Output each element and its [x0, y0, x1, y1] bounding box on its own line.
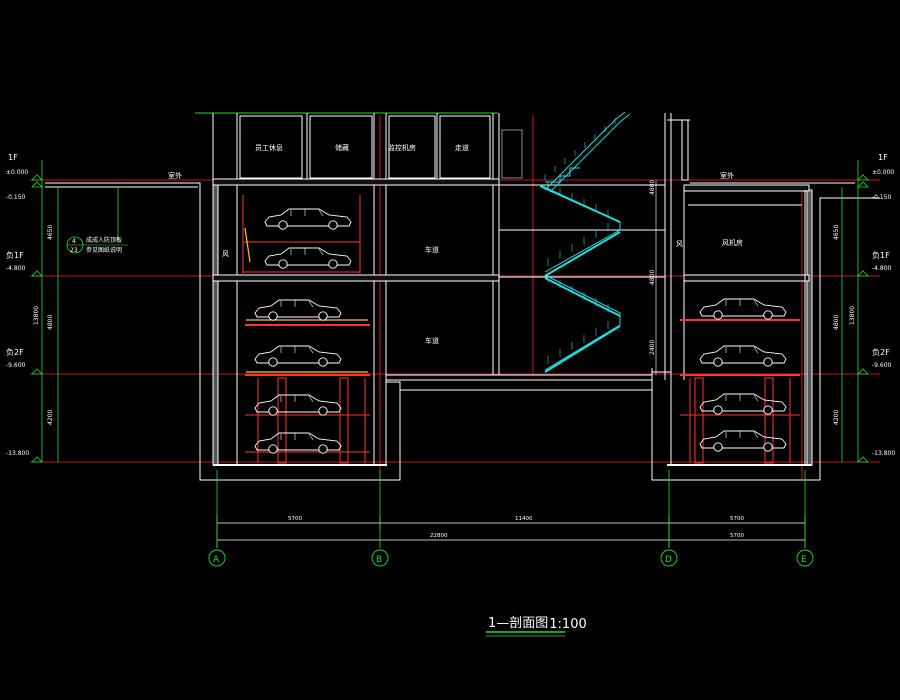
- outdoor-left: 室外: [168, 171, 182, 180]
- stair-dims: 4800 4800 2400: [649, 180, 657, 375]
- level-markers-left: 1F ±0.000 -0.150 负1F -4.800 负2F -9.600 -…: [6, 153, 59, 463]
- dim-seg-0: 5700: [288, 516, 302, 522]
- axis-a: A: [213, 555, 220, 565]
- note-callout: 4 23 成成人防顶板 参见图纸说明: [66, 187, 128, 254]
- dim-total-left: 22800: [430, 533, 448, 539]
- stairs: [539, 111, 631, 373]
- dim-seg-1: 11400: [515, 516, 533, 522]
- note-line-1: 成成人防顶板: [86, 236, 122, 244]
- horizontal-dims: 5700 11400 5700 22800 5700: [216, 470, 806, 548]
- level-left-value-1: -0.150: [6, 194, 26, 201]
- dim-left-0: 4650: [47, 225, 54, 240]
- level-left-value-4: -13.800: [6, 450, 29, 457]
- level-right-name-0: 1F: [878, 153, 888, 162]
- dim-right-1: 13800: [849, 306, 856, 325]
- room-staff-restroom: 员工休息: [255, 143, 283, 152]
- drawing-title: 1—剖面图 1:100: [486, 616, 587, 637]
- level-markers-right: 1F ±0.000 -0.150 负1F -4.800 负2F -9.600 -…: [833, 153, 895, 463]
- note-line-2: 参见图纸说明: [86, 246, 122, 254]
- dim-seg-2: 5700: [730, 516, 744, 522]
- room-storage: 储藏: [335, 143, 349, 152]
- duct-left: 风: [222, 250, 229, 258]
- title-text: 1—剖面图: [488, 616, 548, 631]
- level-left-value-2: -4.800: [6, 265, 26, 272]
- axis-d: D: [665, 555, 672, 565]
- level-right-name-3: 负2F: [872, 347, 890, 357]
- axis-bubbles: A B D E: [208, 549, 814, 567]
- room-corridor: 走道: [455, 143, 469, 152]
- level-right-value-3: -9.600: [872, 362, 892, 369]
- outdoor-right: 室外: [720, 171, 734, 180]
- level-right-name-2: 负1F: [872, 250, 890, 260]
- dim-right-2: 4800: [833, 315, 840, 330]
- dim-stair-2: 2400: [649, 340, 656, 355]
- level-left-value-0: ±0.000: [6, 169, 28, 176]
- room-driveway-1: 车道: [425, 245, 439, 254]
- ground-outline: [45, 182, 880, 481]
- dim-stair-1: 4800: [649, 270, 656, 285]
- dim-stair-0: 4800: [649, 180, 656, 195]
- duct-right: 风: [676, 240, 683, 248]
- title-scale: 1:100: [549, 617, 586, 632]
- lift-left: [242, 195, 370, 464]
- dim-right-0: 4650: [833, 225, 840, 240]
- level-left-name-0: 1F: [8, 153, 18, 162]
- room-driveway-2: 车道: [425, 336, 439, 345]
- level-right-value-0: ±0.000: [872, 169, 894, 176]
- axis-b: B: [376, 555, 382, 565]
- room-labels: 员工休息 储藏 监控机房 走道 车道 车道 风机房 室外 室外 风 风: [168, 143, 743, 345]
- room-fan: 风机房: [722, 238, 743, 247]
- note-ref-bottom: 23: [70, 247, 78, 254]
- level-left-value-3: -9.600: [6, 362, 26, 369]
- dim-total-right: 5700: [730, 533, 744, 539]
- room-control: 监控机房: [388, 143, 416, 152]
- dim-left-2: 4800: [47, 315, 54, 330]
- dim-left-1: 13800: [33, 306, 40, 325]
- dim-left-3: 4200: [47, 410, 54, 425]
- level-right-value-1: -0.150: [872, 194, 892, 201]
- level-left-name-2: 负1F: [6, 250, 24, 260]
- axis-e: E: [801, 555, 807, 565]
- level-right-value-4: -13.800: [872, 450, 895, 457]
- dim-right-3: 4200: [833, 410, 840, 425]
- level-lines: [30, 115, 880, 480]
- note-ref-top: 4: [72, 238, 76, 245]
- structure: [195, 112, 810, 480]
- level-right-value-2: -4.800: [872, 265, 892, 272]
- level-left-name-3: 负2F: [6, 347, 24, 357]
- lift-right: [680, 298, 800, 464]
